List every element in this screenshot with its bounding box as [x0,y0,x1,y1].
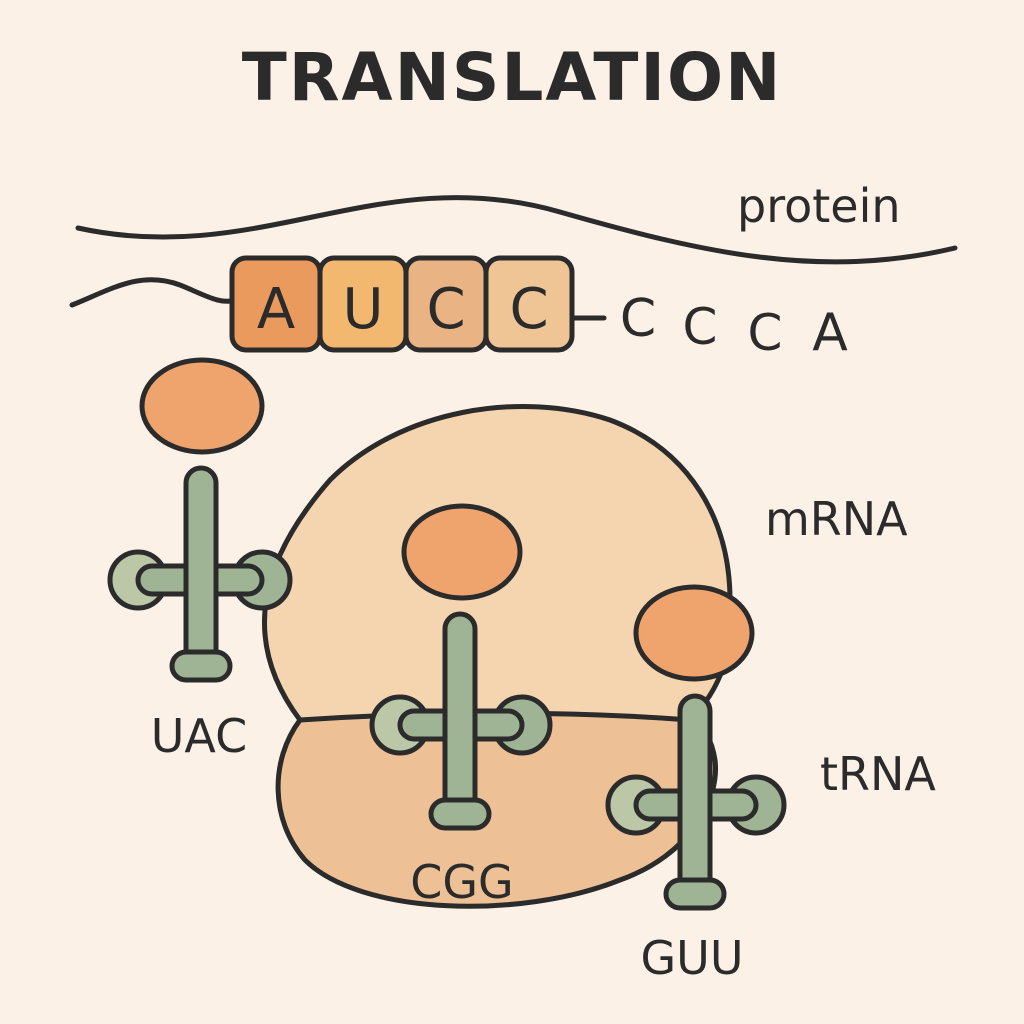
trailing-base: C [683,298,718,356]
amino-acid-1 [139,357,265,455]
protein-label: protein [737,179,901,233]
diagram-title: TRANSLATION [242,39,783,116]
trailing-bases: C C C A [620,289,848,363]
trna-1: UAC [107,357,293,763]
anticodon-1: UAC [151,709,247,763]
amino-acid-3 [633,584,755,682]
codon-base: C [426,277,465,342]
protein-chain [75,195,958,265]
trna-2-stem [442,611,478,817]
mrna-label: mRNA [765,492,908,546]
trailing-base: A [812,303,848,363]
trna-1-stem [183,465,219,671]
trna-3-stem [677,693,713,899]
codon-base: U [343,277,384,342]
codon-box-C2 [483,255,575,353]
amino-acid-2 [401,503,523,601]
trna-3-base [663,877,727,911]
trna-label: tRNA [820,747,936,801]
codon-boxes: A U C C [229,255,575,353]
trna-1-base [169,649,233,683]
codon-base: C [509,277,548,342]
trailing-base: C [620,289,656,349]
trna-2-base [428,797,492,831]
trailing-base: C [748,304,783,362]
codon-base: A [257,277,295,342]
mrna-strand [69,277,239,308]
anticodon-3: GUU [641,931,744,985]
trna-2: CGG [369,503,553,909]
anticodon-2: CGG [410,855,513,909]
trna-3: GUU [605,584,787,985]
